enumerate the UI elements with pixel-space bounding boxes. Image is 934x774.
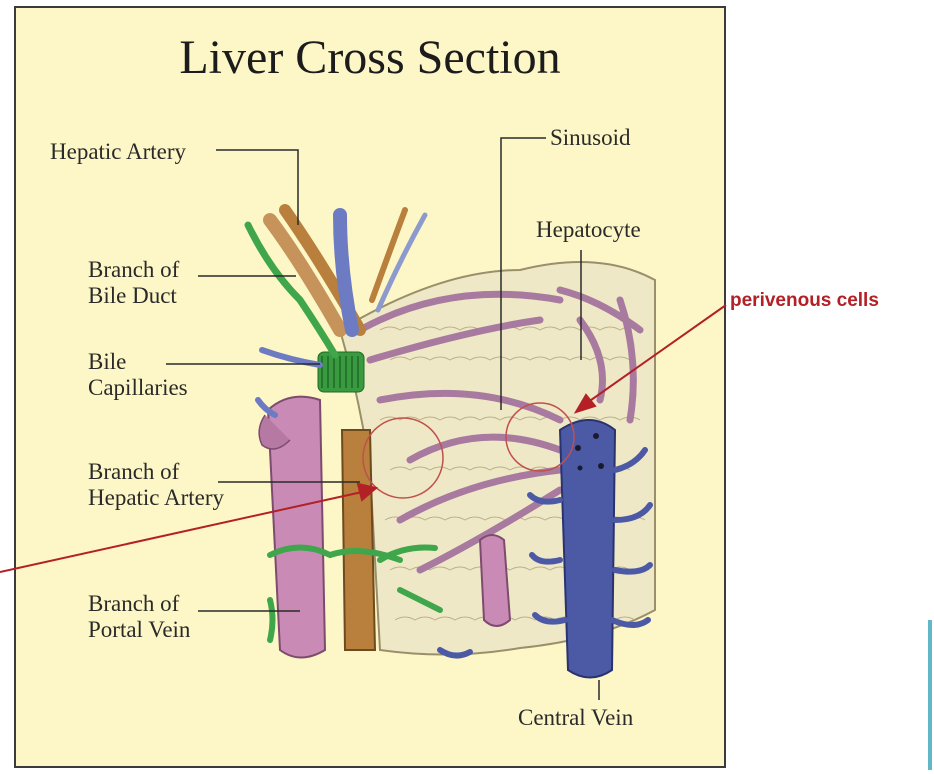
label-hepatic-artery: Hepatic Artery — [50, 138, 186, 165]
label-branch-portal-vein-line1: Branch of — [88, 590, 179, 617]
label-branch-hepatic-artery-line1: Branch of — [88, 458, 179, 485]
label-branch-hepatic-artery-line2: Hepatic Artery — [88, 484, 224, 511]
central-vein — [560, 420, 615, 678]
diagram-title: Liver Cross Section — [0, 30, 740, 85]
hepatic-artery-branch — [342, 430, 375, 650]
label-branch-bile-duct-line1: Branch of — [88, 256, 179, 283]
label-central-vein: Central Vein — [518, 704, 633, 731]
label-hepatocyte: Hepatocyte — [536, 216, 641, 243]
label-bile-capillaries-line2: Capillaries — [88, 374, 188, 401]
label-branch-bile-duct-line2: Bile Duct — [88, 282, 177, 309]
vessel-cut-end — [480, 535, 510, 626]
label-branch-portal-vein-line2: Portal Vein — [88, 616, 190, 643]
label-sinusoid: Sinusoid — [550, 124, 631, 151]
slide-accent-strip — [928, 620, 932, 770]
label-bile-capillaries-line1: Bile — [88, 348, 126, 375]
annotation-perivenous-cells: perivenous cells — [730, 290, 879, 312]
bile-capillary-coil — [318, 352, 364, 392]
